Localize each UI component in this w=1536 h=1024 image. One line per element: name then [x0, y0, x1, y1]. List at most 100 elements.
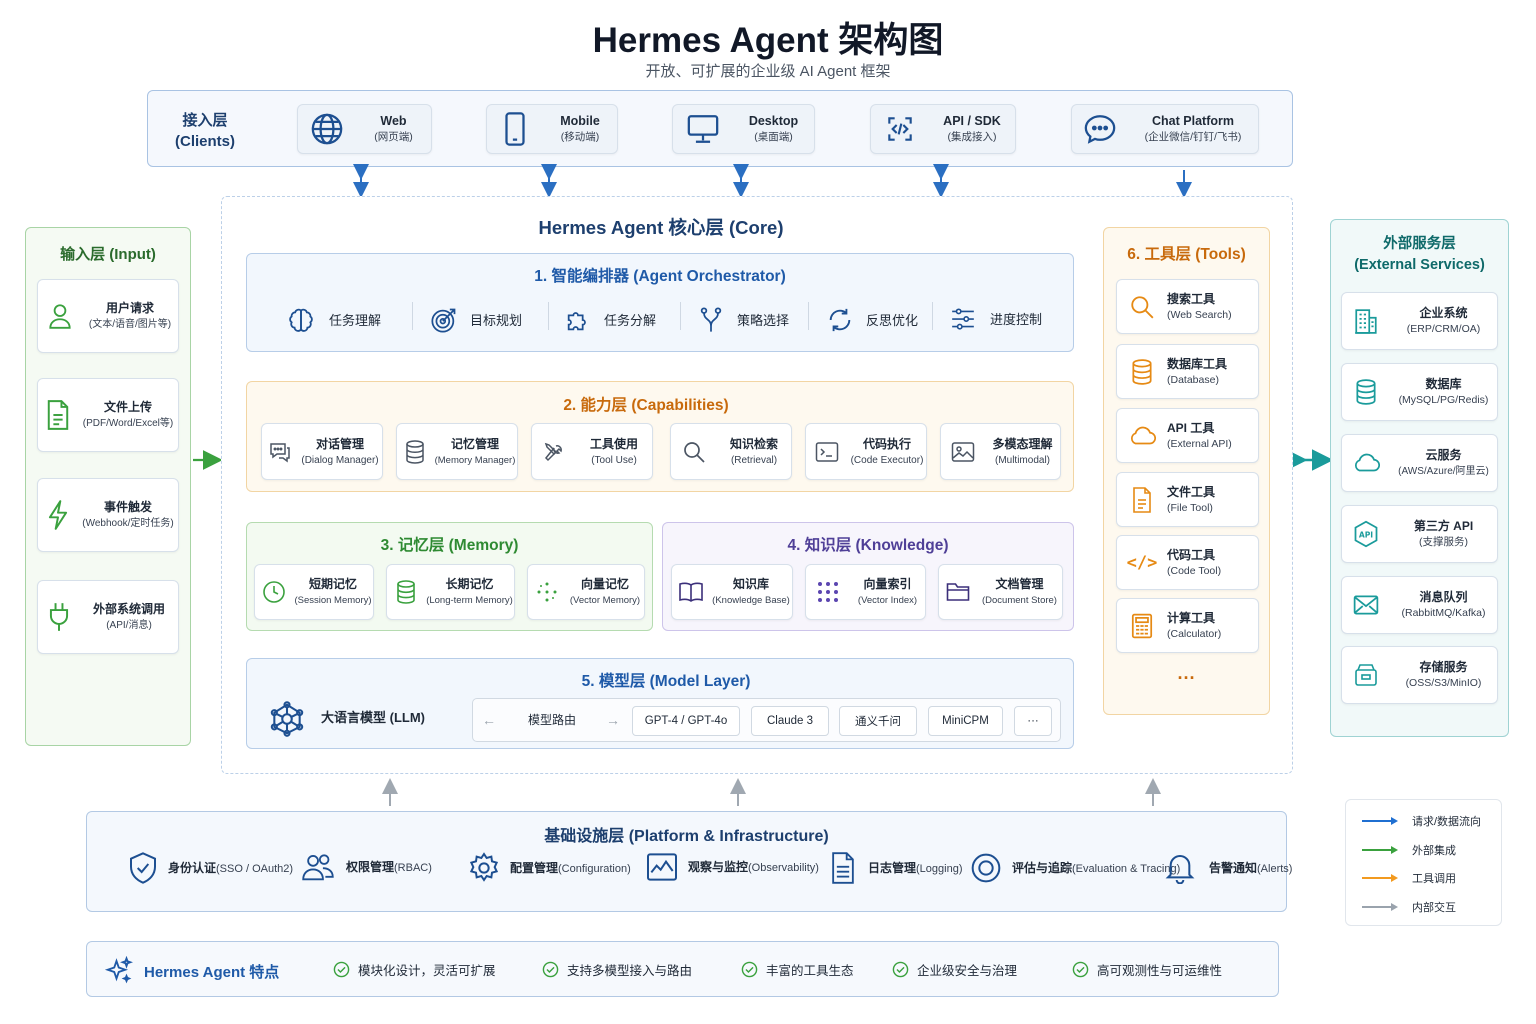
building-icon	[1342, 308, 1390, 334]
feature-item: 模块化设计，灵活可扩展	[333, 960, 496, 979]
database-icon	[1342, 379, 1390, 405]
infra-logging[interactable]: 日志管理(Logging)	[830, 852, 963, 884]
feature-item: 丰富的工具生态	[741, 960, 854, 979]
target-icon	[970, 852, 1002, 884]
legend-item: 请求/数据流向	[1362, 813, 1481, 829]
feature-item: 企业级安全与治理	[892, 960, 1017, 979]
tool-web-search[interactable]: 搜索工具(Web Search)	[1116, 279, 1259, 334]
check-circle-icon	[542, 961, 559, 978]
check-circle-icon	[741, 961, 758, 978]
separator	[412, 302, 413, 330]
client-desktop[interactable]: Desktop(桌面端)	[672, 104, 815, 154]
cap-code-executor[interactable]: 代码执行(Code Executor)	[805, 423, 927, 480]
kn-vector-index[interactable]: 向量索引(Vector Index)	[805, 564, 926, 620]
dialog-icon	[262, 441, 298, 463]
tool-external-api[interactable]: API 工具(External API)	[1116, 408, 1259, 463]
chat-icon	[1072, 113, 1128, 145]
infra-auth[interactable]: 身份认证(SSO / OAuth2)	[128, 852, 293, 884]
external-title: 外部服务层 (External Services)	[1354, 236, 1485, 273]
storage-icon	[1342, 663, 1390, 687]
cap-retrieval[interactable]: 知识检索(Retrieval)	[670, 423, 792, 480]
model-claude3[interactable]: Claude 3	[751, 706, 829, 736]
mail-icon	[1342, 594, 1390, 616]
cap-memory-manager[interactable]: 记忆管理(Memory Manager)	[396, 423, 518, 480]
infra-evaluation[interactable]: 评估与追踪(Evaluation & Tracing)	[970, 852, 1180, 884]
refresh-icon	[826, 306, 854, 334]
tool-calculator[interactable]: 计算工具(Calculator)	[1116, 598, 1259, 653]
feature-item: 高可观测性与可运维性	[1072, 960, 1222, 979]
client-mobile[interactable]: Mobile(移动端)	[486, 104, 618, 154]
infra-observability[interactable]: 观察与监控(Observability)	[646, 852, 819, 882]
input-title: 输入层 (Input)	[60, 246, 156, 263]
clients-title: 接入层 (Clients)	[175, 112, 235, 150]
orch-item-goal: 目标规划	[430, 306, 522, 334]
user-icon	[38, 302, 82, 330]
model-more[interactable]: ···	[1014, 706, 1052, 736]
ext-cloud-service[interactable]: 云服务(AWS/Azure/阿里云)	[1341, 434, 1498, 492]
mem-session[interactable]: 短期记忆(Session Memory)	[254, 564, 374, 620]
orch-item-progress: 进度控制	[950, 306, 1042, 332]
tools-more: ···	[1177, 668, 1196, 688]
model-minicpm[interactable]: MiniCPM	[928, 706, 1003, 736]
orchestrator-panel	[246, 253, 1074, 352]
infra-layer	[86, 811, 1287, 912]
sparkle-icon	[104, 956, 134, 986]
legend-item: 工具调用	[1362, 870, 1456, 886]
bell-icon	[1165, 852, 1195, 884]
capabilities-panel	[246, 381, 1074, 492]
orch-item-understand: 任务理解	[287, 306, 381, 334]
input-file-upload[interactable]: 文件上传(PDF/Word/Excel等)	[37, 378, 179, 452]
cap-multimodal[interactable]: 多模态理解(Multimodal)	[940, 423, 1061, 480]
legend-item: 外部集成	[1362, 842, 1456, 858]
ext-database[interactable]: 数据库(MySQL/PG/Redis)	[1341, 363, 1498, 421]
image-icon	[941, 441, 985, 463]
check-circle-icon	[1072, 961, 1089, 978]
arrow-left-icon: ←	[482, 712, 496, 728]
tool-database[interactable]: 数据库工具(Database)	[1116, 344, 1259, 399]
check-circle-icon	[892, 961, 909, 978]
input-user-request[interactable]: 用户请求(文本/语音/图片等)	[37, 279, 179, 353]
memory-title: 3. 记忆层 (Memory)	[380, 537, 519, 554]
client-api-sdk[interactable]: API / SDK(集成接入)	[870, 104, 1016, 154]
kn-document-store[interactable]: 文档管理(Document Store)	[938, 564, 1063, 620]
ext-storage-service[interactable]: 存储服务(OSS/S3/MinIO)	[1341, 646, 1498, 704]
client-chat-platform[interactable]: Chat Platform(企业微信/钉钉/飞书)	[1071, 104, 1259, 154]
kn-knowledge-base[interactable]: 知识库(Knowledge Base)	[671, 564, 793, 620]
chart-icon	[646, 852, 678, 882]
svg-text:API: API	[1359, 531, 1373, 540]
infra-rbac[interactable]: 权限管理(RBAC)	[302, 852, 432, 882]
tool-code[interactable]: </> 代码工具(Code Tool)	[1116, 535, 1259, 590]
orchestrator-title: 1. 智能编排器 (Agent Orchestrator)	[534, 268, 786, 285]
brain-icon	[287, 306, 315, 334]
model-tongyi[interactable]: 通义千问	[839, 706, 917, 736]
calculator-icon	[1117, 613, 1167, 639]
infra-alerts[interactable]: 告警通知(Alerts)	[1165, 852, 1292, 884]
puzzle-icon	[564, 306, 592, 334]
code-icon: </>	[1126, 552, 1158, 573]
check-circle-icon	[333, 961, 350, 978]
input-event-trigger[interactable]: 事件触发(Webhook/定时任务)	[37, 478, 179, 552]
dots-icon	[528, 580, 566, 604]
capabilities-title: 2. 能力层 (Capabilities)	[563, 397, 729, 414]
model-title: 5. 模型层 (Model Layer)	[581, 673, 751, 690]
fork-icon	[697, 306, 725, 334]
orch-item-strategy: 策略选择	[697, 306, 789, 334]
infra-config[interactable]: 配置管理(Configuration)	[468, 852, 631, 884]
folder-icon	[939, 582, 977, 602]
model-router[interactable]: 模型路由	[528, 713, 577, 727]
ext-message-queue[interactable]: 消息队列(RabbitMQ/Kafka)	[1341, 576, 1498, 634]
cap-dialog-manager[interactable]: 对话管理(Dialog Manager)	[261, 423, 383, 480]
cap-tool-use[interactable]: 工具使用(Tool Use)	[531, 423, 653, 480]
ext-third-party-api[interactable]: API 第三方 API(支撑服务)	[1341, 505, 1498, 563]
mem-long-term[interactable]: 长期记忆(Long-term Memory)	[386, 564, 515, 620]
client-web[interactable]: Web(网页端)	[297, 104, 432, 154]
mem-vector[interactable]: 向量记忆(Vector Memory)	[527, 564, 645, 620]
model-gpt4[interactable]: GPT-4 / GPT-4o	[632, 706, 740, 736]
target-icon	[430, 306, 458, 334]
plug-icon	[38, 602, 80, 632]
database-icon	[397, 439, 433, 464]
tool-file[interactable]: 文件工具(File Tool)	[1116, 472, 1259, 527]
ext-enterprise-system[interactable]: 企业系统(ERP/CRM/OA)	[1341, 292, 1498, 350]
sliders-icon	[950, 306, 976, 332]
input-external-call[interactable]: 外部系统调用(API/消息)	[37, 580, 179, 654]
